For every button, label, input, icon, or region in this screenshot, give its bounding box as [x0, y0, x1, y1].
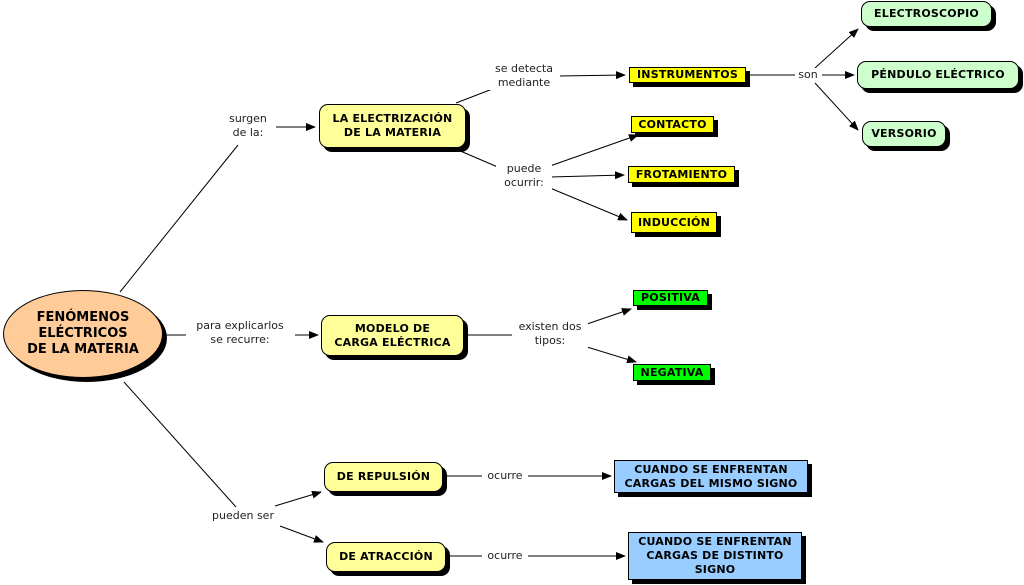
concept-negativa[interactable]: NEGATIVA	[633, 364, 711, 381]
concept-label: DE ATRACCIÓN	[339, 550, 433, 563]
arrow-existen-positiva	[586, 308, 632, 325]
link-label-puede-ocurrir: puede ocurrir:	[496, 162, 552, 190]
root-concept-fenomenos[interactable]: FENÓMENOS ELÉCTRICOS DE LA MATERIA	[3, 290, 163, 378]
concept-modelo-carga[interactable]: MODELO DE CARGA ELÉCTRICA	[321, 315, 464, 356]
concept-label: LA ELECTRIZACIÓN DE LA MATERIA	[332, 112, 453, 139]
line-root-surgen	[119, 144, 239, 293]
arrow-puede-induccion	[549, 187, 628, 221]
concept-label: CUANDO SE ENFRENTAN CARGAS DEL MISMO SIG…	[624, 462, 798, 490]
concept-label: PÉNDULO ELÉCTRICO	[871, 68, 1005, 81]
concept-label: INSTRUMENTOS	[637, 68, 738, 81]
concept-contacto[interactable]: CONTACTO	[631, 116, 714, 133]
root-concept-label: FENÓMENOS ELÉCTRICOS DE LA MATERIA	[27, 310, 139, 357]
concept-label: NEGATIVA	[640, 365, 704, 379]
arrow-puede-frotamiento	[549, 171, 625, 180]
concept-frotamiento[interactable]: FROTAMIENTO	[628, 166, 735, 183]
concept-label: POSITIVA	[641, 291, 700, 304]
concept-induccion[interactable]: INDUCCIÓN	[631, 212, 717, 233]
arrow-son-electroscopio	[814, 28, 859, 69]
link-label-se-detecta: se detecta mediante	[488, 62, 560, 90]
arrow-son-versorio	[814, 82, 859, 131]
concept-label: FROTAMIENTO	[635, 167, 728, 181]
concept-label: CONTACTO	[638, 117, 707, 131]
concept-label: VERSORIO	[871, 127, 937, 140]
link-label-pueden-ser: pueden ser	[205, 509, 281, 523]
arrow-pueden-repulsion	[274, 490, 322, 507]
concept-versorio[interactable]: VERSORIO	[862, 121, 946, 147]
concept-label: ELECTROSCOPIO	[874, 7, 979, 20]
arrow-existen-negativa	[586, 346, 637, 364]
link-label-ocurre-atraccion: ocurre	[482, 549, 528, 563]
concept-label: MODELO DE CARGA ELÉCTRICA	[334, 321, 451, 349]
link-label-ocurre-repulsion: ocurre	[482, 469, 528, 483]
concept-mismo-signo[interactable]: CUANDO SE ENFRENTAN CARGAS DEL MISMO SIG…	[614, 460, 808, 493]
concept-positiva[interactable]: POSITIVA	[633, 290, 708, 306]
concept-pendulo-electrico[interactable]: PÉNDULO ELÉCTRICO	[857, 61, 1019, 89]
concept-electroscopio[interactable]: ELECTROSCOPIO	[861, 1, 992, 27]
concept-label: CUANDO SE ENFRENTAN CARGAS DE DISTINTO S…	[638, 535, 792, 576]
concept-label: INDUCCIÓN	[638, 215, 710, 229]
concept-atraccion[interactable]: DE ATRACCIÓN	[326, 542, 446, 572]
concept-repulsion[interactable]: DE REPULSIÓN	[324, 462, 443, 492]
link-label-son: son	[795, 68, 821, 82]
concept-distinto-signo[interactable]: CUANDO SE ENFRENTAN CARGAS DE DISTINTO S…	[628, 532, 802, 580]
concept-electrizacion[interactable]: LA ELECTRIZACIÓN DE LA MATERIA	[319, 104, 466, 148]
arrow-puede-contacto	[549, 134, 639, 167]
line-root-pueden	[123, 381, 237, 508]
arrow-detecta-instrumentos	[557, 71, 626, 80]
link-label-surgen: surgen de la:	[220, 112, 276, 140]
link-label-existen: existen dos tipos:	[512, 320, 588, 348]
line-electrizacion-puede	[457, 149, 501, 169]
arrow-pueden-atraccion	[279, 525, 324, 543]
line-electrizacion-detecta	[455, 87, 496, 104]
concept-instrumentos[interactable]: INSTRUMENTOS	[629, 67, 746, 83]
link-label-para-explicarlos: para explicarlos se recurre:	[186, 319, 294, 347]
concept-label: DE REPULSIÓN	[336, 470, 431, 483]
